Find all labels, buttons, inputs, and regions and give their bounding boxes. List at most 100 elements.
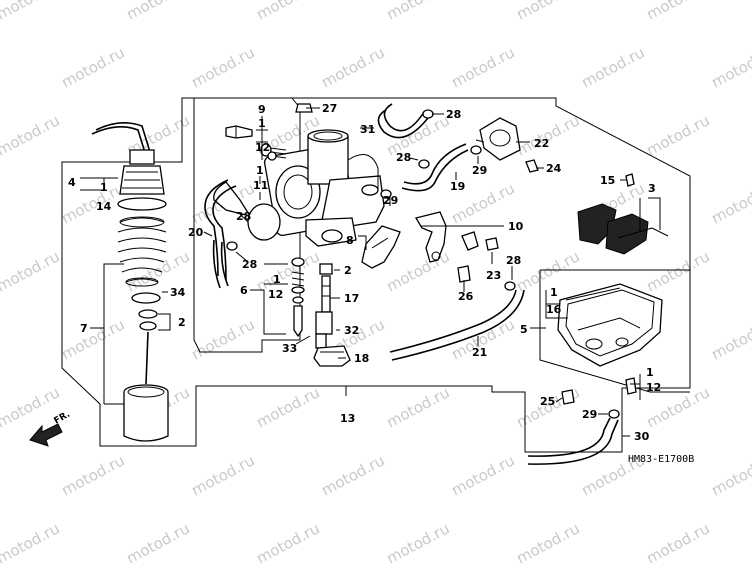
watermark-text: motod.ru <box>188 315 257 363</box>
watermark-text: motod.ru <box>0 519 63 564</box>
callout-14: 14 <box>96 200 112 213</box>
watermark-text: motod.ru <box>253 247 322 295</box>
watermark-text: motod.ru <box>123 0 192 24</box>
overflow-tube-21 <box>389 289 525 361</box>
watermark-text: motod.ru <box>318 43 387 91</box>
watermark-text: motod.ru <box>383 383 452 431</box>
callout-10: 10 <box>508 220 524 233</box>
callout-26: 26 <box>458 290 474 303</box>
watermark-text: motod.ru <box>513 0 582 24</box>
front-label: FR. <box>53 410 72 427</box>
callout-21: 21 <box>472 346 487 359</box>
watermark-text: motod.ru <box>578 43 647 91</box>
nut-27 <box>295 103 313 113</box>
callout-17: 17 <box>344 292 359 305</box>
front-direction-arrow: FR. <box>29 410 72 447</box>
watermark-text: motod.ru <box>708 179 752 227</box>
watermark-text: motod.ru <box>643 247 712 295</box>
callout-30: 30 <box>634 430 650 443</box>
watermark-text: motod.ru <box>0 247 63 295</box>
throttle-valve <box>123 384 169 442</box>
callout-4: 4 <box>68 176 76 189</box>
callout-18: 18 <box>354 352 369 365</box>
watermark-text: motod.ru <box>643 111 712 159</box>
valve-22 <box>475 117 521 161</box>
float-chamber-5 <box>557 283 663 367</box>
gasket-14 <box>117 197 167 211</box>
drain-tube-30 <box>527 417 619 465</box>
needle-spring <box>117 216 167 287</box>
drain-hose-20 <box>212 239 229 289</box>
clip-28b <box>418 159 430 169</box>
watermark-text: motod.ru <box>383 519 452 564</box>
watermark-text: motod.ru <box>708 43 752 91</box>
insulator-oring <box>247 203 281 241</box>
watermark-text: motod.ru <box>643 519 712 564</box>
hose-19 <box>401 143 469 192</box>
watermark-text: motod.ru <box>58 451 127 499</box>
callout-28e: 28 <box>506 254 521 267</box>
callout-9: 9 <box>258 103 266 116</box>
screw-15 <box>625 173 635 187</box>
watermark-text: motod.ru <box>643 0 712 24</box>
watermark-text: motod.ru <box>513 519 582 564</box>
retainer-34 <box>131 292 161 304</box>
air-vent-hose-31 <box>377 103 434 139</box>
callout-numbers: 9 1 12 27 28 31 22 28 29 24 19 29 4 1 14… <box>68 102 661 443</box>
choke-unit-3 <box>577 203 669 255</box>
float-chamber-frame <box>539 269 690 393</box>
screw-23 <box>485 237 499 251</box>
watermark-text: motod.ru <box>383 247 452 295</box>
callout-6: 6 <box>240 284 248 297</box>
watermark-text: motod.ru <box>513 111 582 159</box>
screw-12c <box>625 377 637 395</box>
callout-28c: 28 <box>236 210 251 223</box>
clip-2a <box>138 309 158 319</box>
callout-7: 7 <box>80 322 88 335</box>
watermark-text: motod.ru <box>253 519 322 564</box>
watermark-text: motod.ru <box>383 111 452 159</box>
callout-13: 13 <box>340 412 355 425</box>
watermark-text: motod.ru <box>318 451 387 499</box>
diagram-code: HM83-E1700B <box>628 454 694 465</box>
carb-group-frame <box>181 97 301 353</box>
watermark-text: motod.ru <box>513 247 582 295</box>
callout-27: 27 <box>322 102 337 115</box>
callout-19: 19 <box>450 180 465 193</box>
callout-1-left: 1 <box>100 181 108 194</box>
callout-29a: 29 <box>472 164 487 177</box>
screw-26 <box>457 265 471 283</box>
main-jet-assembly <box>313 263 351 367</box>
watermark-text: motod.ru <box>708 451 752 499</box>
watermark-text: motod.ru <box>0 111 63 159</box>
callout-1-top: 1 <box>258 117 266 130</box>
watermark-text: motod.ru <box>188 43 257 91</box>
watermark-text: motod.ru <box>383 0 452 24</box>
jet-needle <box>145 331 149 385</box>
callout-24: 24 <box>546 162 562 175</box>
watermark-text: motod.ru <box>0 383 63 431</box>
callout-1-c: 1 <box>550 286 558 299</box>
watermark-text: motod.ru <box>448 451 517 499</box>
watermark-text: motod.ru <box>123 519 192 564</box>
clip-29a <box>470 145 482 155</box>
clip-29c <box>608 409 620 419</box>
callout-12-b: 12 <box>268 288 283 301</box>
clip-28e <box>504 281 516 291</box>
callout-34: 34 <box>170 286 186 299</box>
leader-lines <box>80 107 661 437</box>
watermark-text: motod.ru <box>58 43 127 91</box>
callout-1-d: 1 <box>646 366 654 379</box>
throttle-stop-screw-group <box>291 257 305 338</box>
watermark-text: motod.ru <box>188 451 257 499</box>
callout-22: 22 <box>534 137 549 150</box>
callout-28d: 28 <box>242 258 257 271</box>
carburetor-body <box>204 129 385 281</box>
watermark-text: motod.ru <box>253 0 322 24</box>
throttle-lever-8 <box>361 225 401 269</box>
watermark-text: motod.ru <box>253 383 322 431</box>
clip-28c <box>226 241 238 251</box>
callout-31: 31 <box>360 123 375 136</box>
